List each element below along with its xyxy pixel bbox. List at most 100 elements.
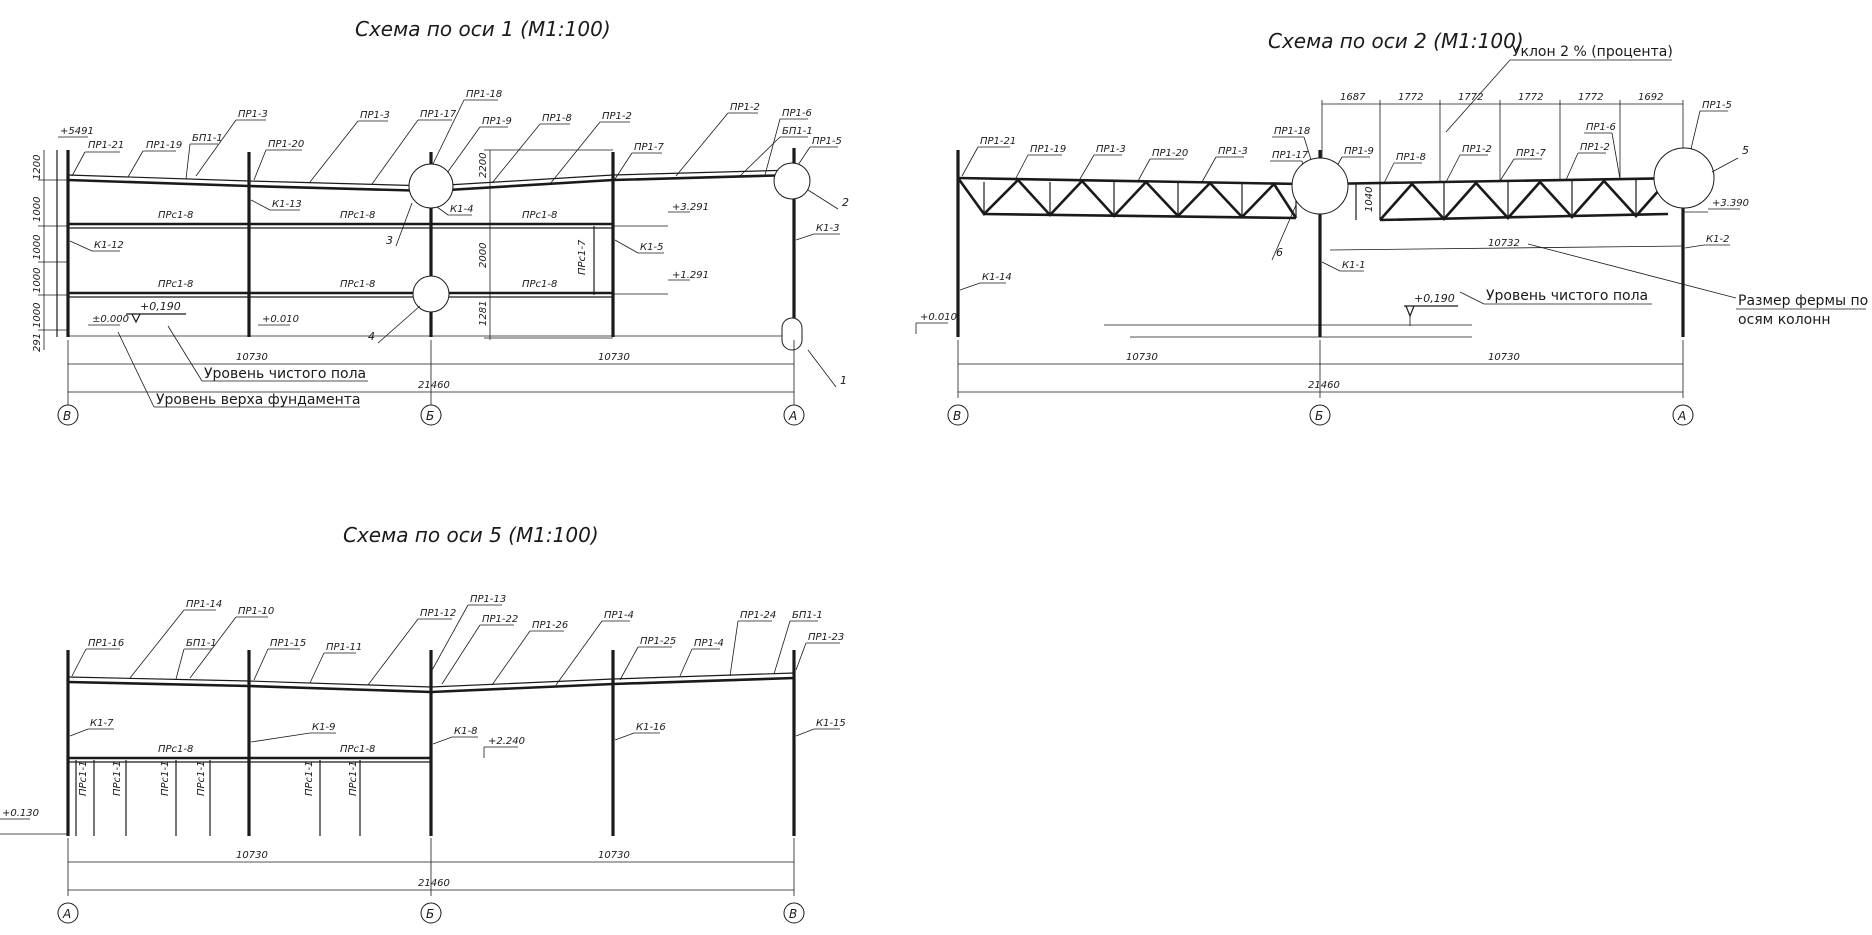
svg-text:1772: 1772 xyxy=(1398,92,1423,103)
svg-text:К1-16: К1-16 xyxy=(636,722,666,733)
svg-text:К1-13: К1-13 xyxy=(272,199,302,210)
svg-text:К1-8: К1-8 xyxy=(454,726,477,737)
svg-text:ПРс1-1: ПРс1-1 xyxy=(78,761,89,796)
svg-text:+0,190: +0,190 xyxy=(140,300,181,313)
svg-text:Размер фермы по: Размер фермы по xyxy=(1738,293,1868,309)
svg-text:ПР1-20: ПР1-20 xyxy=(268,139,304,150)
svg-text:ПР1-19: ПР1-19 xyxy=(146,140,182,151)
svg-text:6: 6 xyxy=(1276,246,1283,259)
svg-text:Б: Б xyxy=(1315,409,1323,423)
scheme-axis-5: Схема по оси 5 (М1:100) ПРс1-1 ПРс1-1 ПР… xyxy=(0,523,846,924)
svg-text:ПР1-3: ПР1-3 xyxy=(1218,146,1248,157)
svg-text:ПР1-4: ПР1-4 xyxy=(604,610,634,621)
svg-text:БП1-1: БП1-1 xyxy=(792,610,823,621)
svg-text:ПР1-8: ПР1-8 xyxy=(542,113,572,124)
svg-text:ПР1-7: ПР1-7 xyxy=(634,142,665,153)
svg-text:В: В xyxy=(789,907,797,921)
svg-text:БП1-1: БП1-1 xyxy=(782,126,813,137)
svg-text:Б: Б xyxy=(426,409,434,423)
svg-text:ПР1-16: ПР1-16 xyxy=(88,638,124,649)
svg-text:ПР1-11: ПР1-11 xyxy=(326,642,362,653)
svg-text:ПРс1-1: ПРс1-1 xyxy=(112,761,123,796)
svg-text:В: В xyxy=(953,409,961,423)
svg-text:+1.291: +1.291 xyxy=(672,270,709,281)
svg-text:ПР1-23: ПР1-23 xyxy=(808,632,844,643)
svg-text:ПРс1-8: ПРс1-8 xyxy=(340,279,375,290)
svg-text:ПР1-3: ПР1-3 xyxy=(360,110,390,121)
svg-text:10730: 10730 xyxy=(236,850,268,861)
svg-text:ПР1-25: ПР1-25 xyxy=(640,636,676,647)
svg-text:21460: 21460 xyxy=(1308,380,1340,391)
svg-text:ПР1-3: ПР1-3 xyxy=(1096,144,1126,155)
svg-text:ПР1-6: ПР1-6 xyxy=(1586,122,1616,133)
svg-text:+0,190: +0,190 xyxy=(1414,292,1455,305)
axis-bubble-a-1 xyxy=(783,404,805,426)
svg-text:ПР1-10: ПР1-10 xyxy=(238,606,274,617)
svg-text:10730: 10730 xyxy=(1126,352,1158,363)
svg-text:1772: 1772 xyxy=(1458,92,1483,103)
svg-text:осям колонн: осям колонн xyxy=(1738,312,1831,328)
svg-text:А: А xyxy=(1677,409,1686,423)
svg-text:ПР1-3: ПР1-3 xyxy=(238,109,268,120)
svg-text:К1-9: К1-9 xyxy=(312,722,335,733)
svg-text:+0.130: +0.130 xyxy=(2,808,39,819)
axis-bubble-a-5 xyxy=(57,902,79,924)
svg-text:ПР1-24: ПР1-24 xyxy=(740,610,776,621)
svg-text:+0.010: +0.010 xyxy=(262,314,299,325)
svg-text:ПР1-15: ПР1-15 xyxy=(270,638,306,649)
scheme-2-title: Схема по оси 2 (М1:100) xyxy=(1268,29,1524,53)
svg-text:+0.010: +0.010 xyxy=(920,312,957,323)
svg-text:К1-3: К1-3 xyxy=(816,223,839,234)
svg-text:ПР1-2: ПР1-2 xyxy=(1580,142,1610,153)
svg-text:5: 5 xyxy=(1742,144,1749,157)
svg-text:1772: 1772 xyxy=(1578,92,1603,103)
svg-text:+2.240: +2.240 xyxy=(488,736,525,747)
svg-text:К1-7: К1-7 xyxy=(90,718,114,729)
svg-text:291: 291 xyxy=(32,333,43,352)
svg-text:ПРс1-8: ПРс1-8 xyxy=(158,279,193,290)
svg-text:ПРс1-8: ПРс1-8 xyxy=(522,279,557,290)
svg-text:ПРс1-8: ПРс1-8 xyxy=(158,210,193,221)
svg-text:Уровень верха фундамента: Уровень верха фундамента xyxy=(156,392,361,408)
axis-bubble-b-2 xyxy=(1309,404,1331,426)
svg-text:10730: 10730 xyxy=(598,850,630,861)
axis-bubble-v-1 xyxy=(57,404,79,426)
svg-text:1040: 1040 xyxy=(1364,187,1375,212)
svg-text:К1-2: К1-2 xyxy=(1706,234,1729,245)
svg-text:1200: 1200 xyxy=(32,155,43,180)
svg-text:+3.390: +3.390 xyxy=(1712,198,1749,209)
svg-text:К1-5: К1-5 xyxy=(640,242,663,253)
svg-text:БП1-1: БП1-1 xyxy=(186,638,217,649)
truss-left xyxy=(956,176,1301,220)
svg-text:3: 3 xyxy=(386,234,393,247)
svg-text:ПР1-20: ПР1-20 xyxy=(1152,148,1188,159)
svg-text:ПР1-5: ПР1-5 xyxy=(1702,100,1732,111)
svg-text:ПРс1-8: ПРс1-8 xyxy=(522,210,557,221)
svg-text:ПР1-17: ПР1-17 xyxy=(420,109,457,120)
axis-bubble-v-2 xyxy=(947,404,969,426)
svg-text:21460: 21460 xyxy=(418,380,450,391)
svg-text:ПРс1-1: ПРс1-1 xyxy=(348,761,359,796)
svg-text:1687: 1687 xyxy=(1340,92,1366,103)
svg-text:ПР1-18: ПР1-18 xyxy=(1274,126,1310,137)
svg-text:Уровень чистого пола: Уровень чистого пола xyxy=(204,366,366,382)
svg-text:ПР1-19: ПР1-19 xyxy=(1030,144,1066,155)
axis-bubble-b-1 xyxy=(420,404,442,426)
svg-text:БП1-1: БП1-1 xyxy=(192,133,223,144)
svg-text:К1-1: К1-1 xyxy=(1342,260,1365,271)
svg-text:ПР1-9: ПР1-9 xyxy=(1344,146,1374,157)
svg-text:ПР1-5: ПР1-5 xyxy=(812,136,842,147)
svg-text:2000: 2000 xyxy=(478,243,489,268)
svg-text:ПР1-12: ПР1-12 xyxy=(420,608,456,619)
svg-text:А: А xyxy=(62,907,71,921)
svg-text:1000: 1000 xyxy=(32,197,43,222)
svg-text:ПР1-6: ПР1-6 xyxy=(782,108,812,119)
svg-text:К1-12: К1-12 xyxy=(94,240,124,251)
svg-text:ПРс1-8: ПРс1-8 xyxy=(158,744,193,755)
scheme-5-title: Схема по оси 5 (М1:100) xyxy=(343,523,599,547)
svg-text:ПРс1-1: ПРс1-1 xyxy=(304,761,315,796)
svg-text:1281: 1281 xyxy=(478,301,489,326)
svg-text:1000: 1000 xyxy=(32,235,43,260)
svg-text:ПР1-2: ПР1-2 xyxy=(730,102,760,113)
